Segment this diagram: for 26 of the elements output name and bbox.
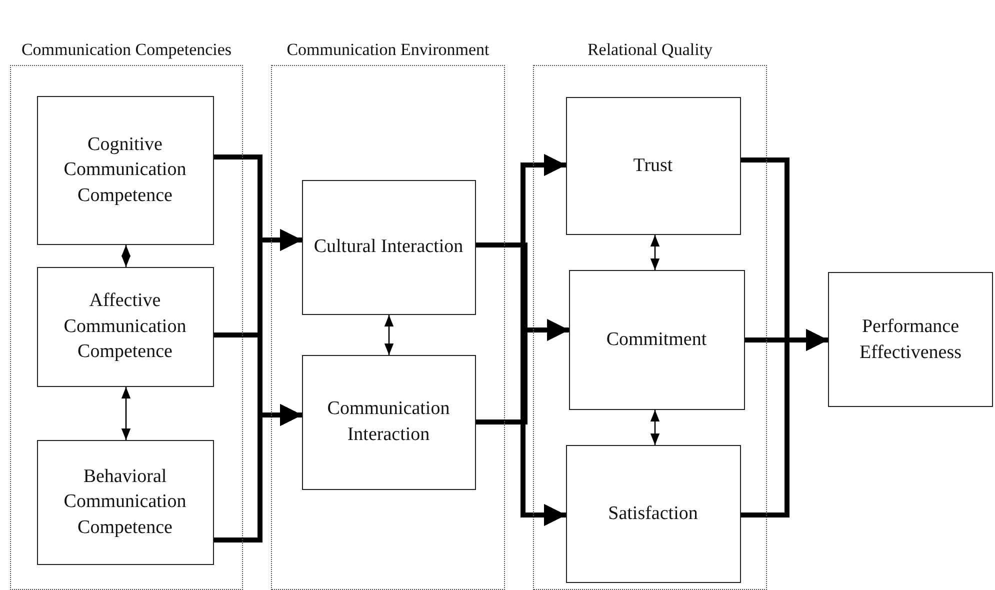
concept-box — [828, 272, 993, 407]
box-label: Behavioral Communication Competence — [62, 464, 188, 540]
group-heading: Communication Competencies — [20, 38, 233, 60]
group-heading: Communication Environment — [286, 38, 490, 60]
box-label: Cognitive Communication Competence — [62, 132, 188, 208]
box-label: Commitment — [605, 328, 708, 352]
double-arrow — [650, 235, 660, 270]
double-arrow — [121, 245, 131, 267]
box-label: Performance Effectiveness — [858, 314, 962, 364]
box-label: Trust — [632, 154, 674, 178]
concept-box — [302, 180, 476, 314]
double-arrow — [650, 410, 660, 445]
double-arrow — [384, 315, 394, 355]
concept-box — [36, 440, 214, 564]
box-label: Affective Communication Competence — [62, 289, 188, 364]
box-label: Satisfaction — [607, 502, 699, 526]
concept-box — [568, 270, 744, 410]
concept-box — [36, 96, 214, 244]
double-arrow — [121, 387, 131, 440]
box-label: Communication Interaction — [326, 397, 451, 447]
box-label: Cultural Interaction — [312, 235, 464, 260]
group-heading: Relational Quality — [586, 38, 714, 60]
concept-box — [36, 266, 214, 386]
concept-box — [566, 444, 740, 582]
concept-box — [302, 354, 476, 490]
concept-box — [566, 96, 740, 234]
